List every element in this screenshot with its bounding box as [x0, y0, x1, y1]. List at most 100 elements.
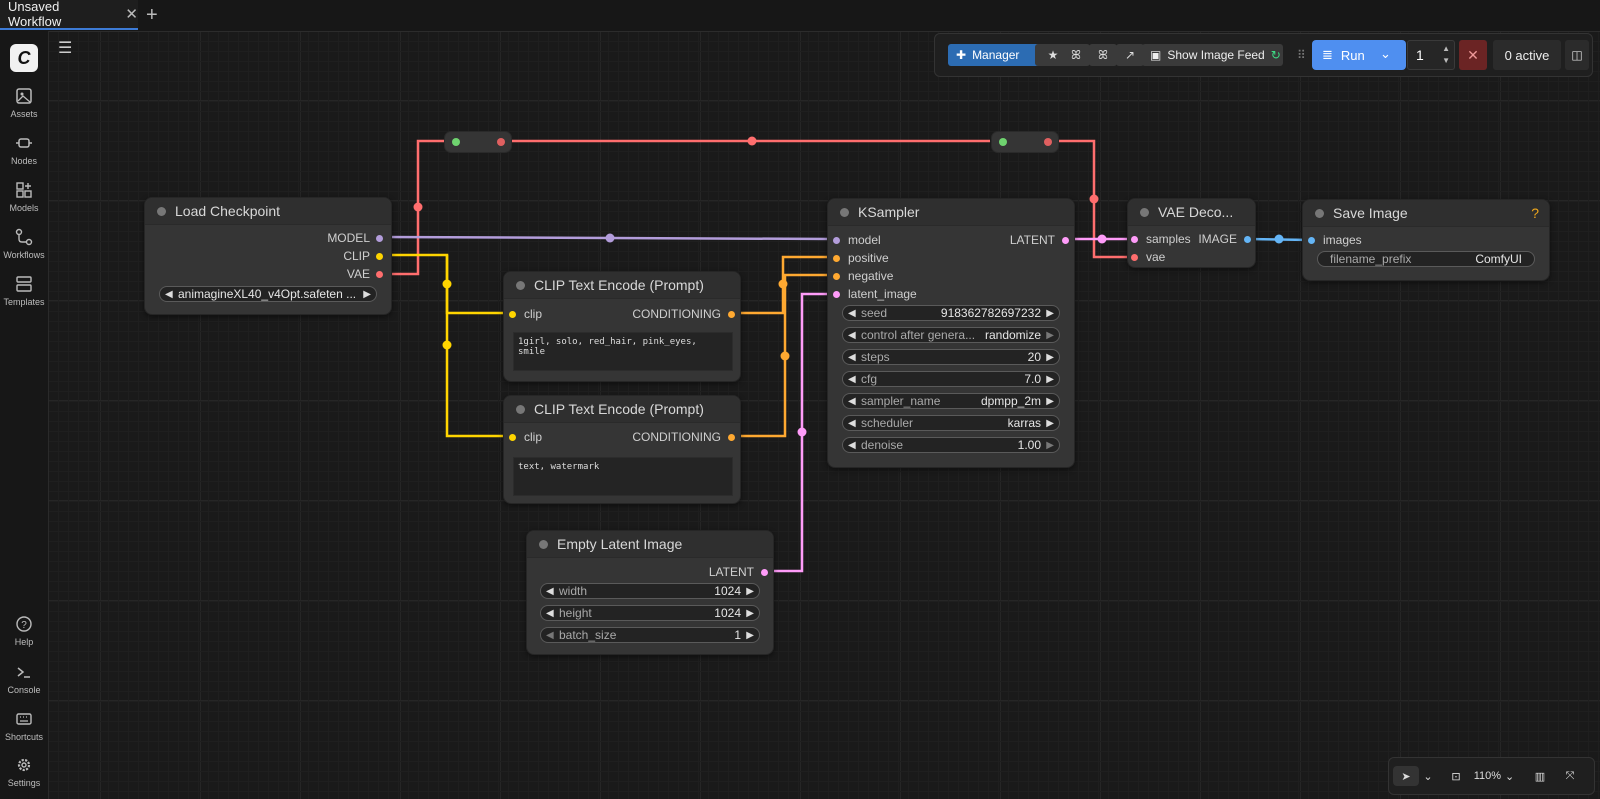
- toggle-panel-button[interactable]: ◫: [1565, 40, 1589, 70]
- conditioning-pin[interactable]: [728, 310, 735, 318]
- scheduler-widget[interactable]: ◀ scheduler karras ▶: [842, 415, 1060, 431]
- collapse-dot-icon[interactable]: [1315, 208, 1324, 218]
- reroute-node-1[interactable]: [444, 131, 512, 153]
- steps-widget[interactable]: ◀ steps 20 ▶: [842, 349, 1060, 365]
- sidebar-item-console[interactable]: Console: [0, 663, 48, 695]
- comfy-logo[interactable]: C: [10, 44, 38, 72]
- tool-button-1[interactable]: ꕤ: [1062, 44, 1090, 66]
- node-title-bar[interactable]: CLIP Text Encode (Prompt): [504, 396, 740, 423]
- collapse-dot-icon[interactable]: [539, 539, 548, 549]
- arrow-right-icon[interactable]: ▶: [1046, 329, 1054, 341]
- latent-pin[interactable]: [761, 568, 768, 576]
- conditioning-pin[interactable]: [833, 272, 840, 280]
- output-slot-vae[interactable]: VAE: [347, 266, 383, 282]
- arrow-left-icon[interactable]: ◀: [848, 373, 856, 385]
- height-widget[interactable]: ◀ height 1024 ▶: [540, 605, 760, 621]
- arrow-left-icon[interactable]: ◀: [165, 288, 173, 300]
- arrow-right-icon[interactable]: ▶: [1046, 395, 1054, 407]
- clip-pin[interactable]: [509, 433, 516, 441]
- sidebar-item-help[interactable]: ? Help: [0, 615, 48, 647]
- node-clip-text-encode-positive[interactable]: CLIP Text Encode (Prompt) clip CONDITION…: [503, 271, 741, 382]
- cancel-button[interactable]: ✕: [1459, 40, 1487, 70]
- arrow-right-icon[interactable]: ▶: [746, 629, 754, 641]
- hamburger-menu-icon[interactable]: ☰: [58, 40, 73, 57]
- input-slot-clip[interactable]: clip: [509, 429, 542, 445]
- arrow-right-icon[interactable]: ▶: [746, 585, 754, 597]
- image-pin[interactable]: [1308, 236, 1315, 244]
- share-button[interactable]: ↗: [1116, 44, 1144, 66]
- node-title-bar[interactable]: Save Image ?: [1303, 200, 1549, 227]
- select-tool-button[interactable]: ➤: [1393, 766, 1419, 786]
- sidebar-item-nodes[interactable]: Nodes: [0, 134, 48, 166]
- output-slot-conditioning[interactable]: CONDITIONING: [632, 306, 735, 322]
- sidebar-item-assets[interactable]: Assets: [0, 87, 48, 119]
- vae-pin[interactable]: [1131, 253, 1138, 261]
- toggle-links-button[interactable]: ⤧: [1559, 766, 1581, 786]
- reroute-input-pin[interactable]: [999, 138, 1007, 146]
- reroute-output-pin[interactable]: [497, 138, 505, 146]
- prompt-textarea[interactable]: 1girl, solo, red_hair, pink_eyes, smile: [513, 332, 733, 371]
- help-icon[interactable]: ?: [1531, 205, 1539, 221]
- add-tab-icon[interactable]: +: [146, 4, 158, 26]
- node-load-checkpoint[interactable]: Load Checkpoint MODEL CLIP VAE ◀ animagi…: [144, 197, 392, 315]
- clip-pin[interactable]: [509, 310, 516, 318]
- node-vae-decode[interactable]: VAE Deco... samples vae IMAGE: [1127, 198, 1256, 268]
- reroute-node-2[interactable]: [991, 131, 1059, 153]
- collapse-dot-icon[interactable]: [840, 207, 849, 217]
- sidebar-item-models[interactable]: Models: [0, 181, 48, 213]
- collapse-dot-icon[interactable]: [157, 206, 166, 216]
- run-button[interactable]: ≣ Run ⌄: [1312, 40, 1406, 70]
- node-clip-text-encode-negative[interactable]: CLIP Text Encode (Prompt) clip CONDITION…: [503, 395, 741, 504]
- sidebar-item-workflows[interactable]: Workflows: [0, 228, 48, 260]
- filename-prefix-widget[interactable]: filename_prefix ComfyUI: [1317, 251, 1535, 267]
- reroute-output-pin[interactable]: [1044, 138, 1052, 146]
- tool-button-2[interactable]: ꕤ: [1089, 44, 1117, 66]
- control-after-generate-widget[interactable]: ◀ control after genera... randomize ▶: [842, 327, 1060, 343]
- input-slot-negative[interactable]: negative: [833, 268, 893, 284]
- output-slot-conditioning[interactable]: CONDITIONING: [632, 429, 735, 445]
- conditioning-pin[interactable]: [833, 254, 840, 262]
- show-image-feed-button[interactable]: ▣ Show Image Feed ↻: [1142, 44, 1283, 66]
- node-title-bar[interactable]: KSampler: [828, 199, 1074, 226]
- model-pin[interactable]: [376, 234, 383, 242]
- reroute-input-pin[interactable]: [452, 138, 460, 146]
- output-slot-latent[interactable]: LATENT: [1010, 232, 1069, 248]
- queue-count-input[interactable]: 1 ▲▼: [1407, 40, 1455, 70]
- sidebar-item-settings[interactable]: Settings: [0, 756, 48, 788]
- arrow-right-icon[interactable]: ▶: [363, 288, 371, 300]
- active-queue-button[interactable]: 0 active: [1493, 40, 1561, 70]
- node-ksampler[interactable]: KSampler model positive negative latent_…: [827, 198, 1075, 468]
- collapse-dot-icon[interactable]: [1140, 207, 1149, 217]
- arrow-right-icon[interactable]: ▶: [1046, 307, 1054, 319]
- batch-size-widget[interactable]: ◀ batch_size 1 ▶: [540, 627, 760, 643]
- arrow-left-icon[interactable]: ◀: [848, 351, 856, 363]
- seed-widget[interactable]: ◀ seed 918362782697232 ▶: [842, 305, 1060, 321]
- output-slot-clip[interactable]: CLIP: [343, 248, 383, 264]
- arrow-right-icon[interactable]: ▶: [1046, 439, 1054, 451]
- arrow-right-icon[interactable]: ▶: [1046, 417, 1054, 429]
- cfg-widget[interactable]: ◀ cfg 7.0 ▶: [842, 371, 1060, 387]
- arrow-right-icon[interactable]: ▶: [746, 607, 754, 619]
- image-pin[interactable]: [1244, 235, 1251, 243]
- node-title-bar[interactable]: Load Checkpoint: [145, 198, 391, 225]
- arrow-left-icon[interactable]: ◀: [848, 439, 856, 451]
- arrow-right-icon[interactable]: ▶: [1046, 351, 1054, 363]
- collapse-dot-icon[interactable]: [516, 404, 525, 414]
- clip-pin[interactable]: [376, 252, 383, 260]
- latent-pin[interactable]: [1131, 235, 1138, 243]
- arrow-left-icon[interactable]: ◀: [848, 329, 856, 341]
- input-slot-clip[interactable]: clip: [509, 306, 542, 322]
- sidebar-item-shortcuts[interactable]: Shortcuts: [0, 710, 48, 742]
- prompt-textarea[interactable]: text, watermark: [513, 457, 733, 496]
- output-slot-image[interactable]: IMAGE: [1198, 231, 1251, 247]
- input-slot-latent-image[interactable]: latent_image: [833, 286, 917, 302]
- node-title-bar[interactable]: VAE Deco...: [1128, 199, 1255, 226]
- arrow-left-icon[interactable]: ◀: [848, 417, 856, 429]
- chevron-down-icon[interactable]: ⌄: [1380, 46, 1391, 61]
- chevron-down-icon[interactable]: ⌄: [1423, 770, 1433, 783]
- latent-pin[interactable]: [833, 290, 840, 298]
- latent-pin[interactable]: [1062, 236, 1069, 244]
- zoom-control[interactable]: 110% ⌄: [1473, 766, 1515, 786]
- input-slot-vae[interactable]: vae: [1131, 249, 1165, 265]
- input-slot-images[interactable]: images: [1308, 232, 1362, 248]
